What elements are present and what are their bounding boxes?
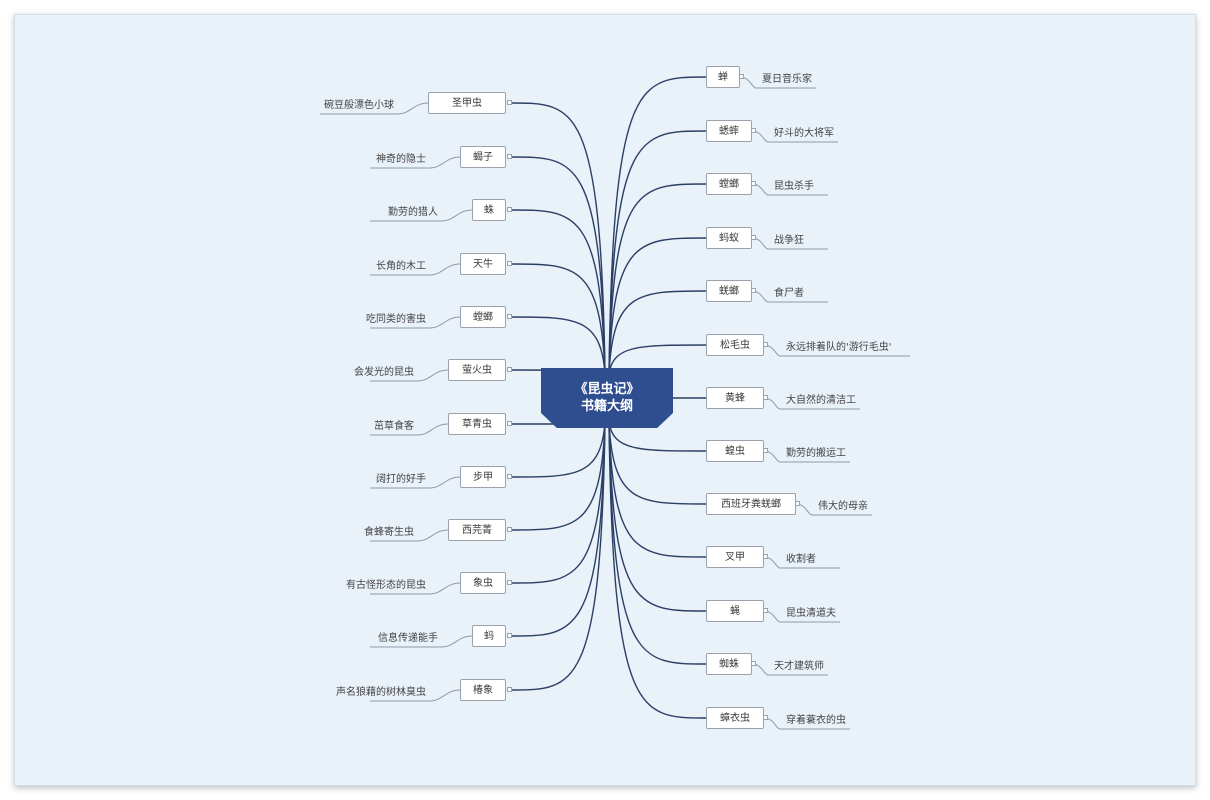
- topic-right-0[interactable]: 蝉: [706, 66, 740, 88]
- topic-right-10[interactable]: 蝇: [706, 600, 764, 622]
- central-topic-title: 《昆虫记》: [574, 382, 640, 397]
- topic-left-8[interactable]: 西芫菁: [448, 519, 506, 541]
- collapse-handle-left-0[interactable]: [507, 100, 512, 105]
- topic-right-12[interactable]: 蟑衣虫: [706, 707, 764, 729]
- collapse-handle-left-8[interactable]: [507, 527, 512, 532]
- topic-left-4[interactable]: 螳螂: [460, 306, 506, 328]
- topic-left-2[interactable]: 蛛: [472, 199, 506, 221]
- subtopic-note-left-9[interactable]: 有古怪形态的昆虫: [346, 580, 426, 591]
- collapse-handle-right-0[interactable]: [739, 74, 744, 79]
- subtopic-note-right-7[interactable]: 勤劳的搬运工: [786, 448, 846, 459]
- subtopic-note-right-4[interactable]: 食尸者: [774, 288, 804, 299]
- topic-left-9[interactable]: 象虫: [460, 572, 506, 594]
- collapse-handle-right-2[interactable]: [751, 181, 756, 186]
- subtopic-note-left-11[interactable]: 声名狼藉的树林臭虫: [336, 687, 426, 698]
- subtopic-note-right-9[interactable]: 收割者: [786, 554, 816, 565]
- topic-right-4[interactable]: 蜣螂: [706, 280, 752, 302]
- subtopic-note-right-10[interactable]: 昆虫清道夫: [786, 608, 836, 619]
- subtopic-note-left-0[interactable]: 碗豆般漂色小球: [324, 100, 394, 111]
- collapse-handle-left-5[interactable]: [507, 367, 512, 372]
- topic-right-1[interactable]: 蟋蟀: [706, 120, 752, 142]
- topic-left-3[interactable]: 天牛: [460, 253, 506, 275]
- subtopic-note-right-0[interactable]: 夏日音乐家: [762, 74, 812, 85]
- subtopic-note-right-3[interactable]: 战争狂: [774, 235, 804, 246]
- collapse-handle-right-9[interactable]: [763, 554, 768, 559]
- topic-right-5[interactable]: 松毛虫: [706, 334, 764, 356]
- subtopic-note-left-1[interactable]: 神奇的隐士: [376, 154, 426, 165]
- subtopic-note-left-4[interactable]: 吃同类的害虫: [366, 314, 426, 325]
- collapse-handle-right-6[interactable]: [763, 395, 768, 400]
- subtopic-note-right-12[interactable]: 穿着蓑衣的虫: [786, 715, 846, 726]
- subtopic-note-right-2[interactable]: 昆虫杀手: [774, 181, 814, 192]
- subtopic-note-right-5[interactable]: 永远排着队的'游行毛虫': [786, 342, 892, 353]
- collapse-handle-right-3[interactable]: [751, 235, 756, 240]
- collapse-handle-right-8[interactable]: [795, 501, 800, 506]
- collapse-handle-right-12[interactable]: [763, 715, 768, 720]
- collapse-handle-right-11[interactable]: [751, 661, 756, 666]
- topic-right-6[interactable]: 黄蜂: [706, 387, 764, 409]
- collapse-handle-left-3[interactable]: [507, 261, 512, 266]
- topic-right-7[interactable]: 蝗虫: [706, 440, 764, 462]
- central-topic[interactable]: 《昆虫记》 书籍大纲: [541, 368, 673, 428]
- topic-left-6[interactable]: 草青虫: [448, 413, 506, 435]
- collapse-handle-left-11[interactable]: [507, 687, 512, 692]
- topic-left-11[interactable]: 椿象: [460, 679, 506, 701]
- collapse-handle-left-10[interactable]: [507, 633, 512, 638]
- collapse-handle-left-9[interactable]: [507, 580, 512, 585]
- collapse-handle-right-5[interactable]: [763, 342, 768, 347]
- collapse-handle-left-6[interactable]: [507, 421, 512, 426]
- topic-right-9[interactable]: 叉甲: [706, 546, 764, 568]
- topic-right-2[interactable]: 螳螂: [706, 173, 752, 195]
- subtopic-note-left-2[interactable]: 勤劳的猎人: [388, 207, 438, 218]
- collapse-handle-left-2[interactable]: [507, 207, 512, 212]
- collapse-handle-left-1[interactable]: [507, 154, 512, 159]
- subtopic-note-left-8[interactable]: 食蜂寄生虫: [364, 527, 414, 538]
- collapse-handle-right-10[interactable]: [763, 608, 768, 613]
- topic-right-3[interactable]: 蚂蚁: [706, 227, 752, 249]
- subtopic-note-right-11[interactable]: 天才建筑师: [774, 661, 824, 672]
- central-topic-subtitle: 书籍大纲: [580, 399, 633, 414]
- topic-left-7[interactable]: 步甲: [460, 466, 506, 488]
- topic-right-11[interactable]: 蜘蛛: [706, 653, 752, 675]
- subtopic-note-left-7[interactable]: 阔打的好手: [376, 474, 426, 485]
- topic-left-1[interactable]: 蝎子: [460, 146, 506, 168]
- subtopic-note-left-6[interactable]: 茁草食客: [374, 421, 414, 432]
- topic-left-0[interactable]: 圣甲虫: [428, 92, 506, 114]
- subtopic-note-right-8[interactable]: 伟大的母亲: [818, 501, 868, 512]
- collapse-handle-right-1[interactable]: [751, 128, 756, 133]
- subtopic-note-right-1[interactable]: 好斗的大将军: [774, 128, 834, 139]
- topic-right-8[interactable]: 西班牙粪蜣螂: [706, 493, 796, 515]
- collapse-handle-left-7[interactable]: [507, 474, 512, 479]
- collapse-handle-left-4[interactable]: [507, 314, 512, 319]
- subtopic-note-right-6[interactable]: 大自然的清洁工: [786, 395, 856, 406]
- subtopic-note-left-3[interactable]: 长角的木工: [376, 261, 426, 272]
- subtopic-note-left-10[interactable]: 信息传递能手: [378, 633, 438, 644]
- collapse-handle-right-4[interactable]: [751, 288, 756, 293]
- subtopic-note-left-5[interactable]: 会发光的昆虫: [354, 367, 414, 378]
- topic-left-10[interactable]: 蚂: [472, 625, 506, 647]
- topic-left-5[interactable]: 萤火虫: [448, 359, 506, 381]
- collapse-handle-right-7[interactable]: [763, 448, 768, 453]
